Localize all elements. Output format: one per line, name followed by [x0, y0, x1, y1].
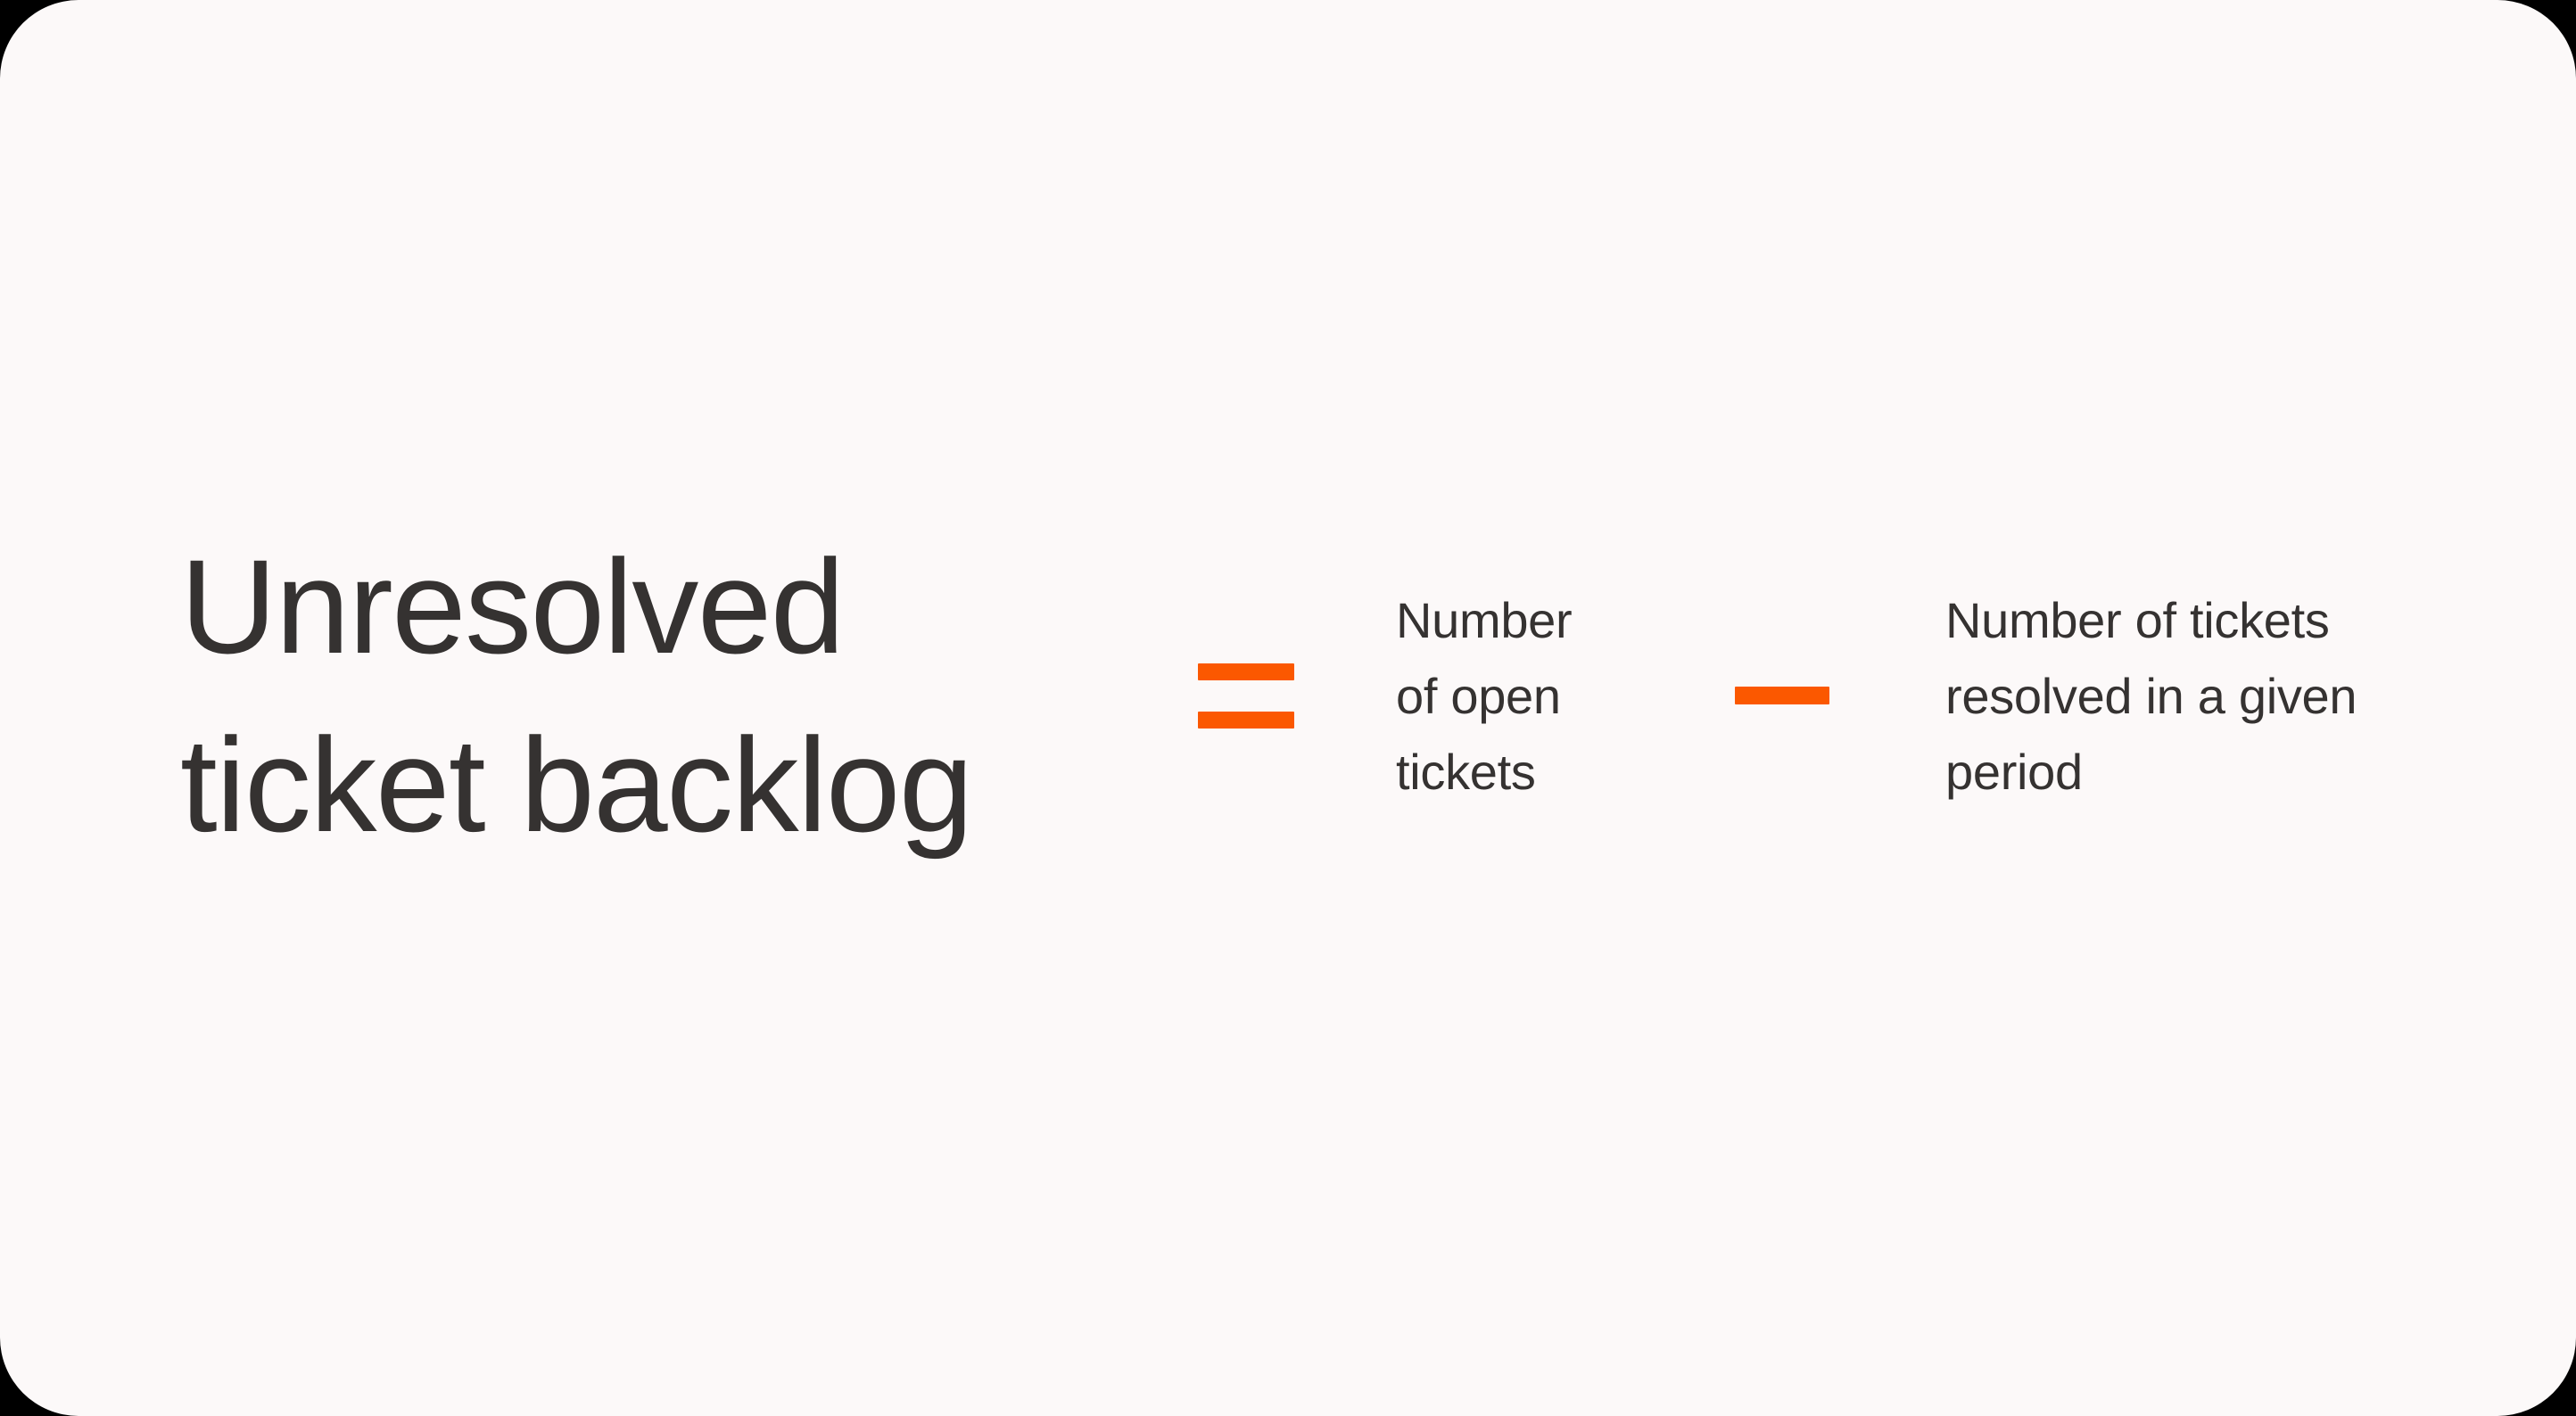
term-open-tickets-line-3: tickets [1396, 743, 1536, 800]
term-resolved-tickets-line-2: resolved in a given [1945, 667, 2357, 724]
term-open-tickets-line-1: Number [1396, 591, 1573, 648]
equals-bar-bottom [1198, 711, 1294, 729]
equals-operator-icon [1198, 663, 1294, 729]
term-resolved-tickets-line-3: period [1945, 743, 2083, 800]
metric-name: Unresolved ticket backlog [180, 517, 1152, 874]
equals-bar-top [1198, 663, 1294, 680]
formula-equation: Unresolved ticket backlog Number of open… [180, 517, 2428, 874]
term-open-tickets: Number of open tickets [1396, 582, 1664, 810]
term-open-tickets-line-2: of open [1396, 667, 1561, 724]
term-resolved-tickets: Number of tickets resolved in a given pe… [1945, 582, 2516, 810]
metric-name-line-2: ticket backlog [180, 710, 973, 860]
minus-bar [1735, 687, 1829, 704]
term-resolved-tickets-line-1: Number of tickets [1945, 591, 2330, 648]
minus-operator-icon [1735, 687, 1829, 704]
metric-name-line-1: Unresolved [180, 531, 845, 681]
